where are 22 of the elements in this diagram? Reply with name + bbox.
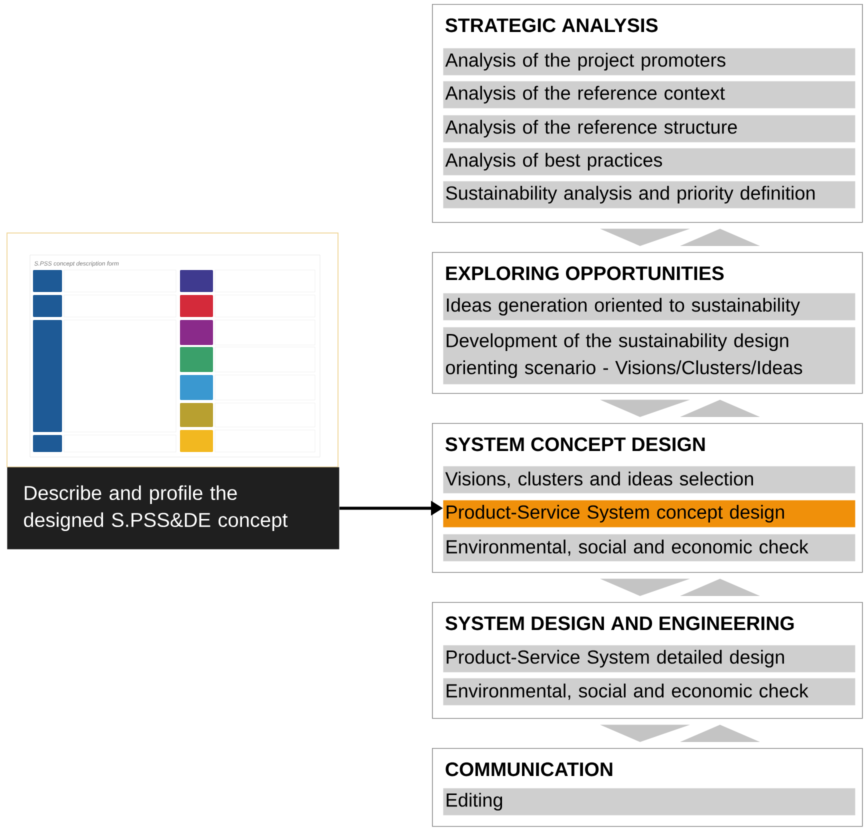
step-bar: Editing bbox=[443, 788, 856, 816]
chevron-arrow bbox=[600, 578, 690, 596]
step-bar: Analysis of the reference context bbox=[443, 81, 856, 108]
highlighted-step: Product-Service System concept design bbox=[443, 500, 856, 528]
step-bar: Environmental, social and economic check bbox=[443, 534, 856, 562]
step-bar: Visions, clusters and ideas selection bbox=[443, 466, 856, 494]
step-bar: Sustainability analysis and priority definition bbox=[443, 181, 856, 208]
step-bar: Analysis of best practices bbox=[443, 148, 856, 176]
chevron-arrow bbox=[600, 400, 690, 417]
chevron-arrow bbox=[680, 400, 760, 417]
step-bar: Analysis of the reference structure bbox=[443, 115, 856, 142]
chevron-arrow bbox=[600, 228, 690, 246]
chevron-arrow bbox=[600, 724, 690, 742]
step-bar: Ideas generation oriented to sustainability bbox=[443, 293, 856, 320]
caption-box: Describe and profile the designed S.PSS&DE concept bbox=[7, 467, 340, 550]
chevron-arrow bbox=[680, 578, 760, 596]
step-bar: Development of the sustainability design orienting scenario - Visions/Clusters/Ideas bbox=[443, 327, 856, 384]
step-bar: Product-Service System detailed design bbox=[443, 645, 856, 672]
chevron-arrow bbox=[680, 724, 760, 742]
step-bar: Environmental, social and economic check bbox=[443, 678, 856, 706]
chevron-arrow bbox=[680, 228, 760, 246]
step-bar: Analysis of the project promoters bbox=[443, 48, 856, 76]
